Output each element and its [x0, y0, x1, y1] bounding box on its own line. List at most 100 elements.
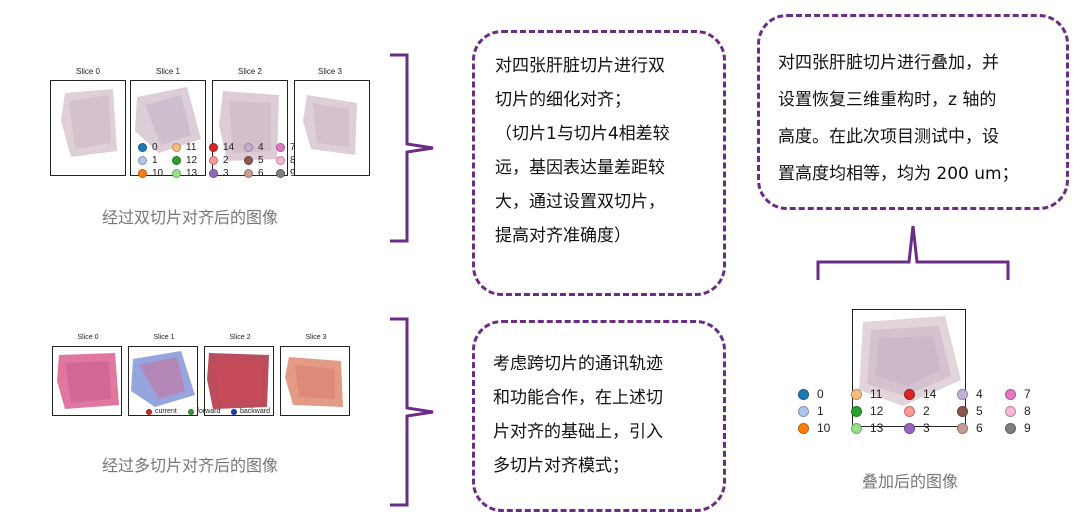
legend-item: 5: [957, 404, 983, 418]
legend-dot: [244, 143, 253, 152]
legend-item: 1: [138, 155, 158, 166]
legend-dot: [904, 422, 915, 434]
slice-title: Slice 2: [229, 334, 251, 341]
legend-item: 3: [209, 168, 229, 179]
legend-label: 2: [223, 155, 229, 166]
tissue-image: [57, 353, 119, 409]
legend-item: 13: [172, 168, 197, 179]
slice-panel: [204, 346, 274, 416]
legend-dot: [798, 405, 809, 417]
legend-label: current: [155, 408, 177, 415]
slice-panel: [212, 80, 288, 176]
slice-title: Slice 0: [77, 334, 99, 341]
slice-title: Slice 2: [237, 67, 262, 76]
legend-dot: [276, 143, 285, 152]
legend-label: 5: [976, 404, 983, 418]
legend-item: 5: [244, 155, 264, 166]
pairwise-note-bubble: 对四张肝脏切片进行双 切片的细化对齐； （切片1与切片4相差较 远，基因表达量差…: [472, 30, 726, 296]
legend-item: backward: [231, 408, 270, 415]
tissue-image: [135, 87, 201, 153]
legend-label: 6: [258, 168, 264, 179]
legend-label: 8: [290, 155, 296, 166]
slice-title: Slice 3: [317, 67, 342, 76]
legend-dot: [138, 156, 147, 165]
legend-label: 6: [976, 421, 983, 435]
legend-item: 7: [276, 142, 296, 153]
multi-note-text: 考虑跨切片的通讯轨迹 和功能合作，在上述切 片对齐的基础上，引入 多切片对齐模式…: [493, 354, 663, 476]
tissue-image: [61, 89, 117, 157]
legend-item: 14: [209, 142, 234, 153]
pairwise-caption: 经过双切片对齐后的图像: [101, 208, 278, 227]
legend-item: current: [146, 408, 177, 415]
legend-item: 14: [904, 387, 936, 401]
legend-dot: [798, 388, 809, 400]
legend-dot: [231, 408, 237, 415]
stack-note-text: 对四张肝脏切片进行叠加，并 设置恢复三维重构时，z 轴的 高度。在此次项目测试中…: [778, 53, 1019, 184]
legend-dot: [276, 169, 285, 178]
legend-label: 13: [186, 168, 198, 179]
legend-dot: [172, 156, 181, 165]
tissue-image: [303, 95, 357, 155]
legend-item: 7: [1005, 387, 1031, 401]
pairwise-note-text: 对四张肝脏切片进行双 切片的细化对齐； （切片1与切片4相差较 远，基因表达量差…: [495, 56, 670, 246]
stacked-caption: 叠加后的图像: [861, 472, 958, 491]
legend-label: 9: [1024, 421, 1031, 435]
legend-dot: [957, 422, 968, 434]
tissue-image: [859, 316, 961, 406]
tissue-image: [131, 351, 195, 407]
legend-label: 2: [923, 404, 930, 418]
legend-dot: [276, 156, 285, 165]
legend-dot: [209, 143, 218, 152]
legend-item: 4: [244, 142, 264, 153]
legend-dot: [904, 405, 915, 417]
legend-label: 10: [152, 168, 164, 179]
legend-item: 11: [172, 142, 196, 153]
legend-item: forward: [188, 408, 220, 415]
legend-item: 10: [138, 168, 163, 179]
legend-dot: [172, 169, 181, 178]
legend-label: 14: [923, 387, 937, 401]
legend-label: 4: [976, 387, 983, 401]
legend-label: 12: [186, 155, 198, 166]
slice-panel: [50, 80, 126, 176]
legend-dot: [851, 388, 862, 400]
legend-item: 12: [172, 155, 197, 166]
legend-item: 6: [244, 168, 264, 179]
legend-dot: [957, 388, 968, 400]
legend-label: forward: [197, 408, 221, 415]
legend-dot: [1005, 405, 1016, 417]
legend-dot: [957, 405, 968, 417]
legend-label: 8: [1024, 404, 1031, 418]
tissue-image: [219, 91, 279, 161]
legend-dot: [851, 405, 862, 417]
legend-dot: [138, 143, 147, 152]
slice-title: Slice 1: [155, 67, 180, 76]
multi-caption: 经过多切片对齐后的图像: [101, 456, 278, 475]
legend-label: backward: [240, 408, 270, 415]
legend-item: 2: [904, 404, 930, 418]
tissue-image: [285, 357, 343, 407]
legend-label: 11: [186, 142, 197, 153]
legend-item: 3: [904, 421, 930, 435]
legend-label: 13: [870, 421, 884, 435]
slice-panel: [294, 80, 370, 176]
legend-item: 6: [957, 421, 983, 435]
stack-note-bubble: 对四张肝脏切片进行叠加，并 设置恢复三维重构时，z 轴的 高度。在此次项目测试中…: [757, 14, 1069, 210]
legend-item: 4: [957, 387, 983, 401]
legend-item: 8: [276, 155, 296, 166]
legend-label: 9: [290, 168, 296, 179]
legend-item: 2: [209, 155, 229, 166]
legend-dot: [1005, 422, 1016, 434]
slice-title: Slice 1: [153, 334, 175, 341]
legend-item: 13: [851, 421, 883, 435]
legend-dot: [798, 422, 809, 434]
legend-item: 12: [851, 404, 883, 418]
legend-label: 0: [817, 387, 824, 401]
slice-panel: [52, 346, 122, 416]
tissue-image: [207, 353, 269, 409]
brace-connector: [816, 225, 1010, 280]
legend-dot: [172, 143, 181, 152]
legend-item: 9: [276, 168, 296, 179]
legend-label: 7: [1024, 387, 1031, 401]
legend-label: 12: [870, 404, 884, 418]
